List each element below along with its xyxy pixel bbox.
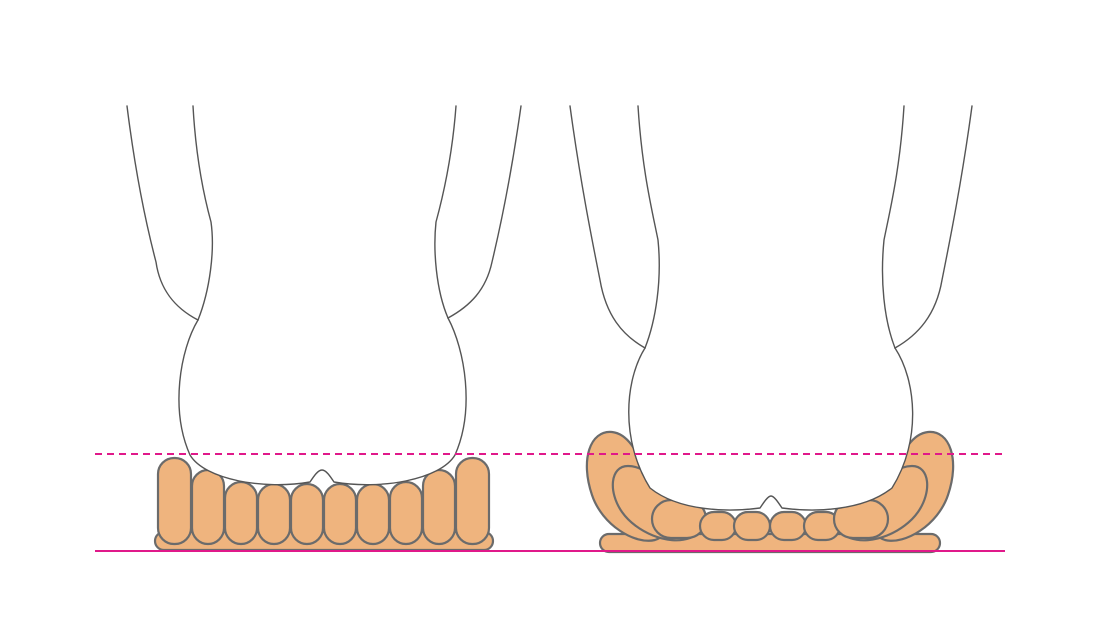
left-thigh-outer-line: [126, 105, 199, 321]
left-air-cell: [454, 456, 491, 546]
left-air-cell: [190, 468, 226, 546]
left-air-cell: [289, 482, 325, 546]
right-thigh-outer-line: [447, 105, 522, 319]
right-panel-right-thigh-outer: [894, 105, 973, 349]
immersed-cushion-panel: [569, 105, 973, 554]
left-air-cell: [256, 482, 292, 546]
right-thigh-inner-line: [434, 105, 457, 319]
right-air-cell: [698, 510, 738, 542]
right-air-cell: [768, 510, 808, 542]
left-air-cell: [223, 480, 259, 546]
right-buttocks-outline: [628, 347, 914, 511]
right-air-cell: [732, 510, 772, 542]
left-air-cell: [322, 482, 358, 546]
right-compressed-cells: [650, 498, 890, 542]
right-panel-right-thigh-inner: [881, 105, 905, 349]
right-panel-left-thigh-inner: [637, 105, 660, 349]
left-air-cell: [156, 456, 193, 546]
right-panel-left-thigh-outer: [569, 105, 646, 349]
left-buttocks-outline: [178, 317, 467, 486]
left-thigh-inner-line: [192, 105, 214, 321]
left-air-cell: [355, 482, 391, 546]
flat-cushion-panel: [126, 105, 522, 552]
left-air-cell: [421, 468, 457, 546]
left-air-cells: [156, 456, 491, 546]
left-air-cell: [388, 480, 424, 546]
